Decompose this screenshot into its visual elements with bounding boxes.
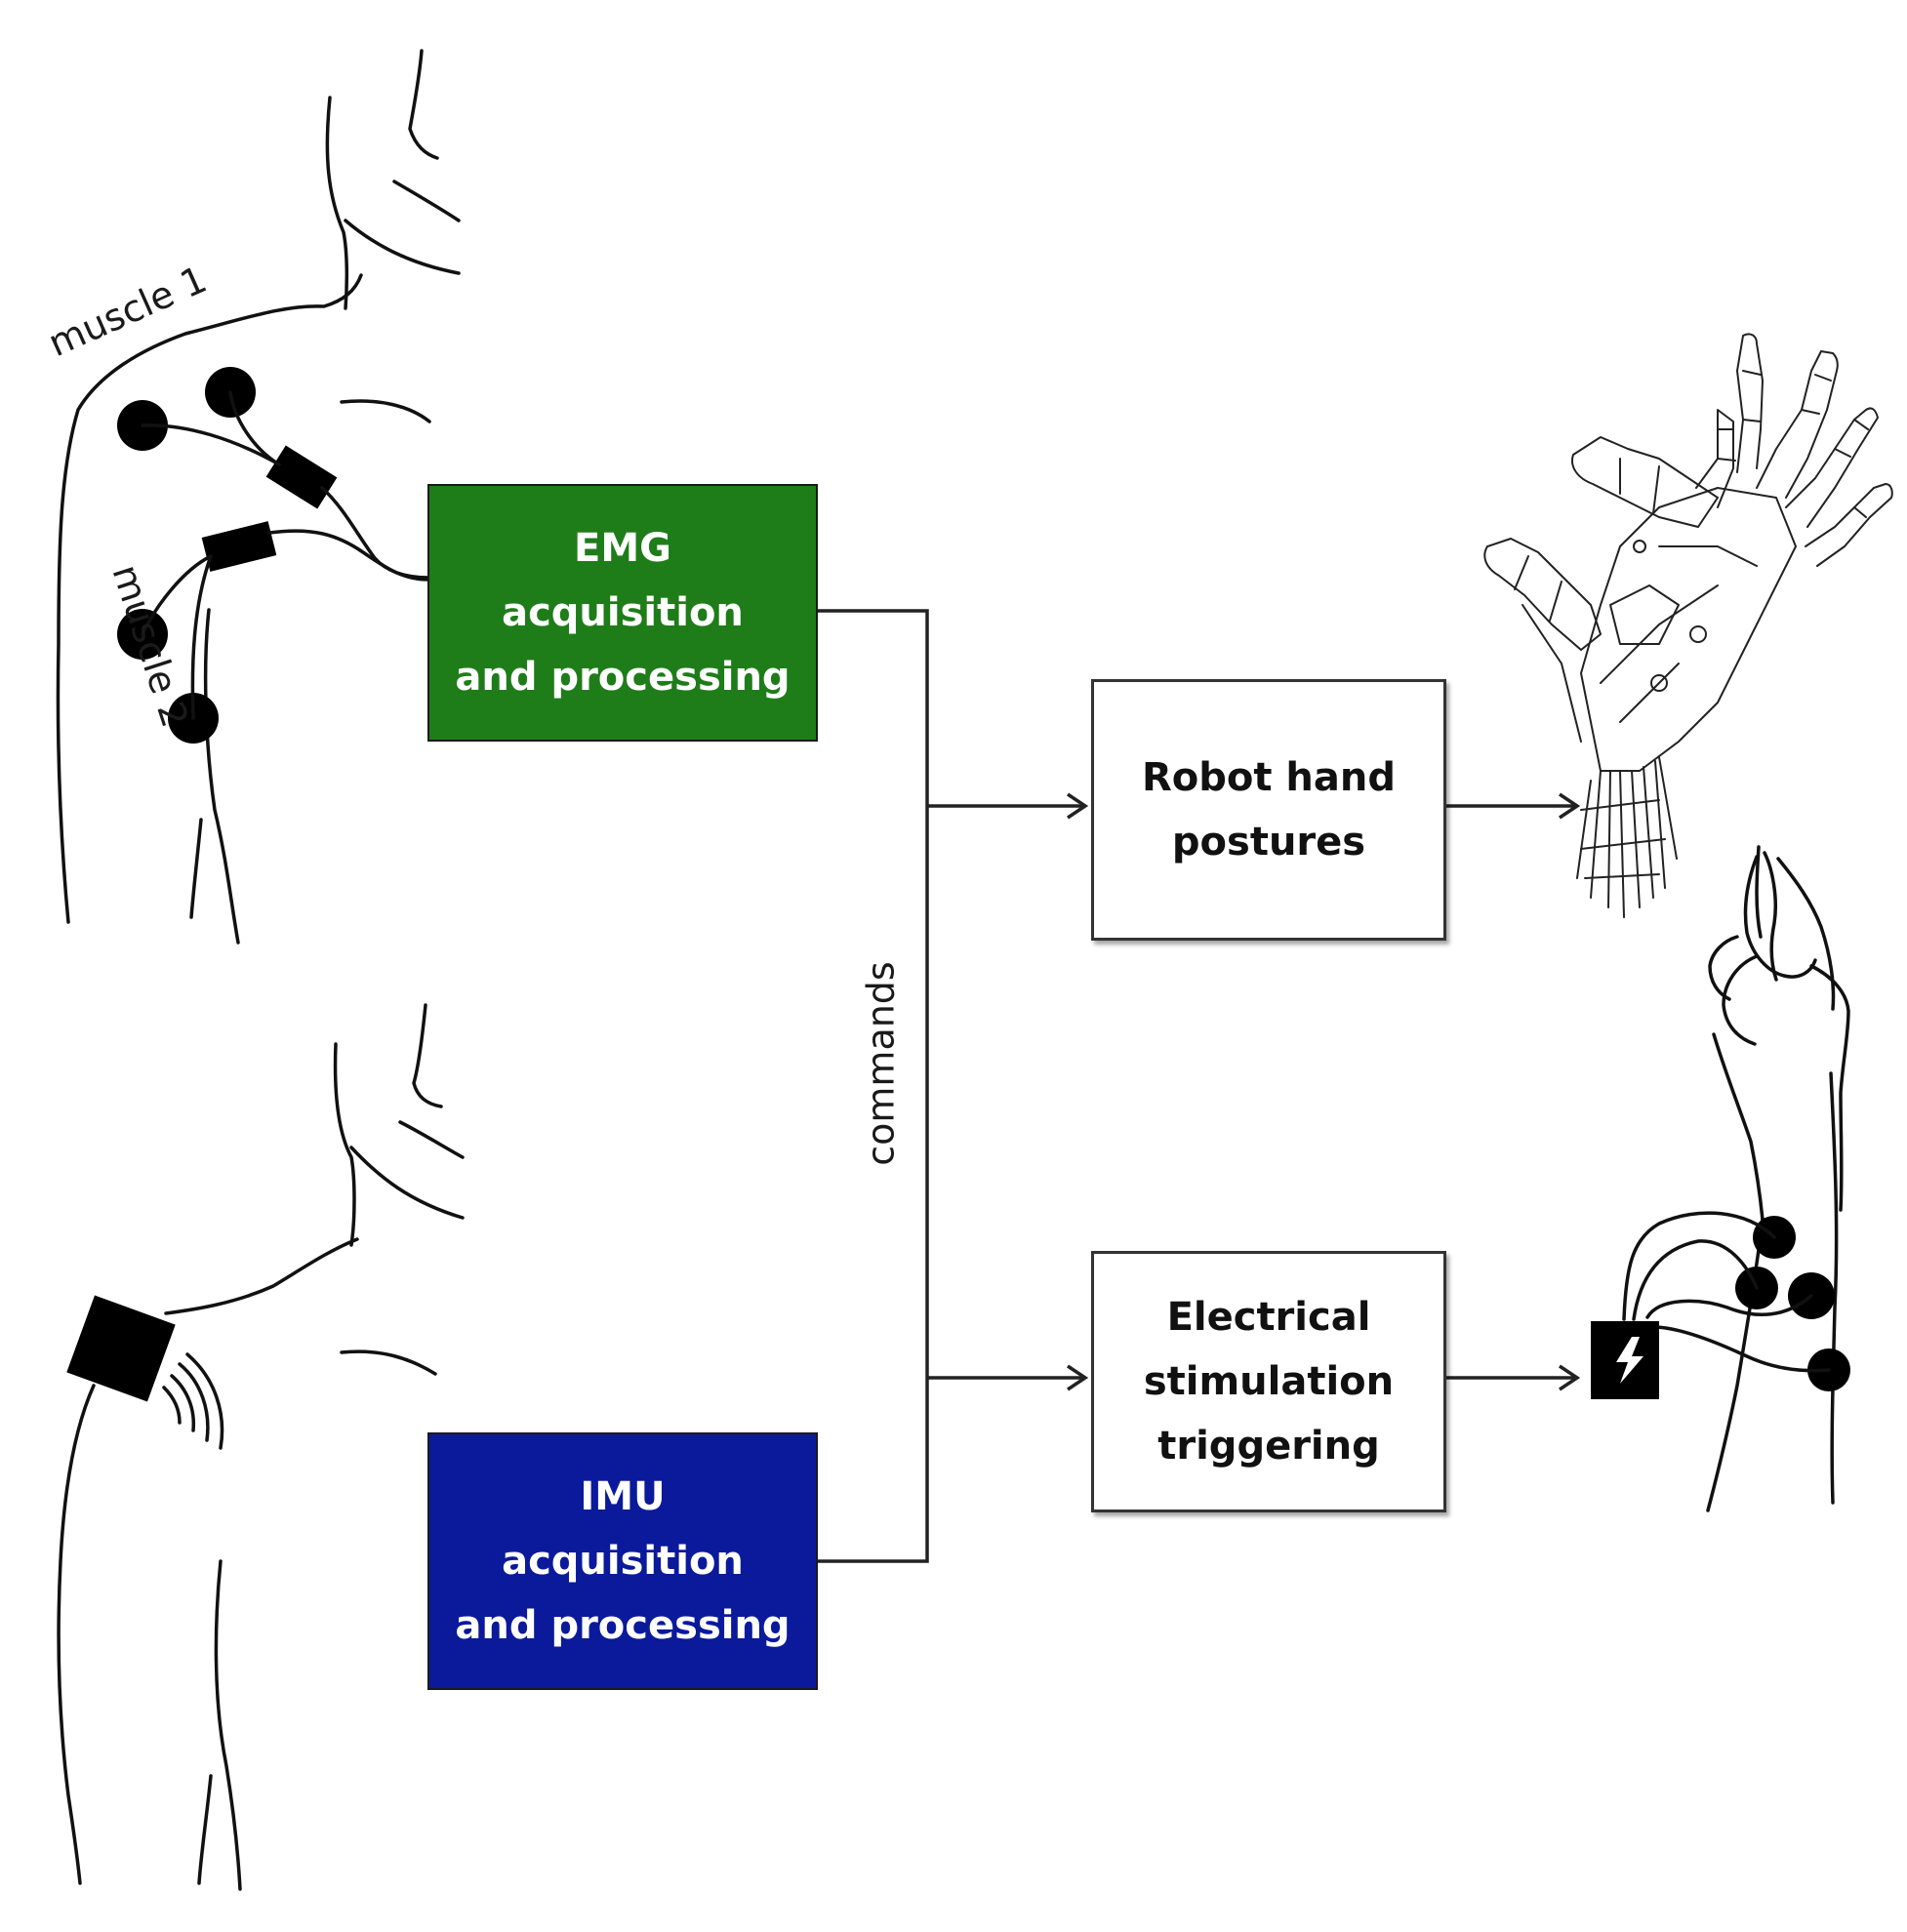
electrical-stimulation-box: Electrical stimulation triggering: [1091, 1251, 1446, 1512]
emg-electrode-icon: [117, 367, 431, 744]
connector-lines: [818, 609, 1575, 1563]
human-hand-icon: [1706, 845, 1850, 1512]
stimulator-icon: [1591, 1321, 1659, 1399]
emg-processing-box: EMG acquisition and processing: [427, 484, 818, 742]
shoulder-sketch-emg: [56, 49, 461, 945]
stimulation-electrodes: [1622, 1211, 1850, 1391]
shoulder-sketch-imu: [57, 1003, 465, 1891]
imu-processing-box: IMU acquisition and processing: [427, 1432, 818, 1690]
robot-box-line-2: postures: [1171, 820, 1366, 865]
stim-box-line-2: stimulation: [1143, 1359, 1395, 1404]
imu-box-line-1: IMU: [580, 1474, 666, 1519]
robot-box-line-1: Robot hand: [1141, 755, 1397, 800]
robot-hand-icon: [1483, 333, 1893, 918]
lightning-bolt-icon: [1616, 1337, 1643, 1384]
imu-box-line-2: acquisition: [502, 1539, 744, 1584]
imu-sensor-icon: [66, 1295, 176, 1402]
stim-box-line-3: triggering: [1157, 1424, 1380, 1469]
imu-box-line-3: and processing: [455, 1603, 791, 1648]
robot-hand-postures-box: Robot hand postures: [1091, 679, 1446, 941]
emg-box-line-3: and processing: [455, 655, 791, 700]
arrowheads: [1067, 792, 1581, 1391]
emg-box-line-1: EMG: [574, 526, 671, 571]
stim-box-line-1: Electrical: [1166, 1295, 1371, 1340]
wireless-signal-icon: [162, 1352, 224, 1450]
commands-label: commands: [859, 961, 903, 1166]
emg-box-line-2: acquisition: [502, 590, 744, 635]
